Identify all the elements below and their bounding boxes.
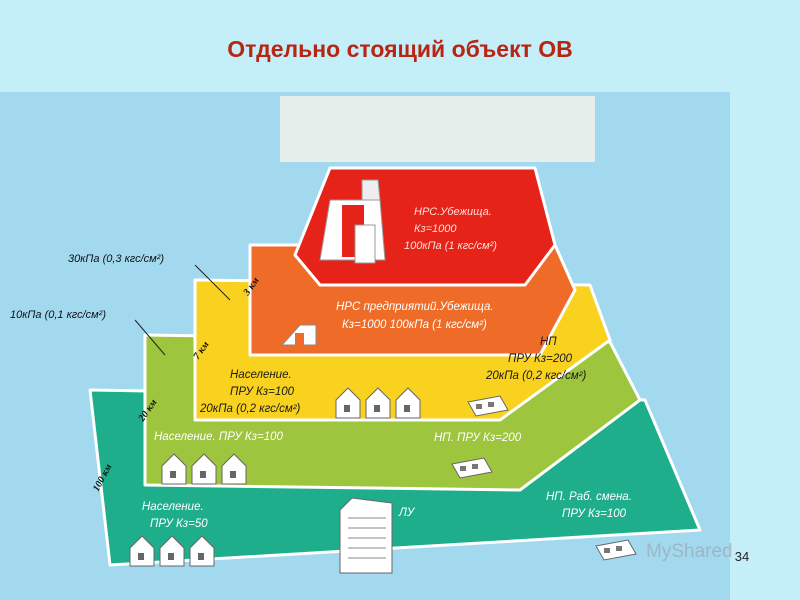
red-zone-line2: Кз=1000 [414, 223, 457, 235]
red-zone-line1: НРС.Убежища. [414, 206, 492, 218]
slide-title: Отдельно стоящий объект ОВ [227, 36, 573, 62]
pressure-10-leader [134, 319, 166, 356]
green-zone-right: НП. ПРУ Кз=200 [434, 432, 522, 444]
apartment-building-icon [339, 497, 393, 574]
house-icon [395, 387, 421, 419]
yellow-zone-right2: ПРУ Кз=200 [508, 353, 573, 365]
teal-zone-left1: Население. [142, 501, 204, 513]
watermark: MyShared [646, 541, 733, 562]
house-icon [335, 387, 361, 419]
pressure-label-30: 30кПа (0,3 кгс/см²) [68, 253, 164, 265]
house-icon [365, 387, 391, 419]
factory-icon [319, 179, 386, 264]
orange-zone-line2: Кз=1000 100кПа (1 кгс/см²) [342, 319, 487, 331]
yellow-zone-left1: Население. [230, 369, 292, 381]
yellow-zone-right3: 20кПа (0,2 кгс/см²) [485, 370, 587, 382]
page-number: 34 [734, 549, 750, 564]
pressure-label-10: 10кПа (0,1 кгс/см²) [10, 309, 106, 321]
house-icon [191, 453, 217, 485]
yellow-zone-left2: ПРУ Кз=100 [230, 386, 295, 398]
house-icon [221, 453, 247, 485]
yellow-zone-left3: 20кПа (0,2 кгс/см²) [199, 403, 301, 415]
house-icon [161, 453, 187, 485]
house-icon [129, 535, 155, 567]
teal-zone-center: ЛУ [398, 507, 416, 519]
red-zone-line3: 100кПа (1 кгс/см²) [404, 240, 497, 252]
teal-zone-right1: НП. Раб. смена. [546, 491, 632, 503]
green-zone-left: Население. ПРУ Кз=100 [154, 431, 284, 443]
building-block-icon [467, 395, 509, 417]
orange-zone-line1: НРС предприятий.Убежища. [336, 301, 494, 313]
building-block-icon [451, 457, 493, 479]
teal-zone-left2: ПРУ Кз=50 [150, 518, 208, 530]
house-icon [159, 535, 185, 567]
caption-placeholder-box [280, 96, 595, 162]
house-icon [189, 535, 215, 567]
yellow-zone-right1: НП [540, 336, 557, 348]
building-block-icon [595, 539, 637, 561]
pressure-30-leader [194, 264, 231, 301]
teal-zone-right2: ПРУ Кз=100 [562, 508, 627, 520]
shelter-icon [280, 324, 317, 346]
